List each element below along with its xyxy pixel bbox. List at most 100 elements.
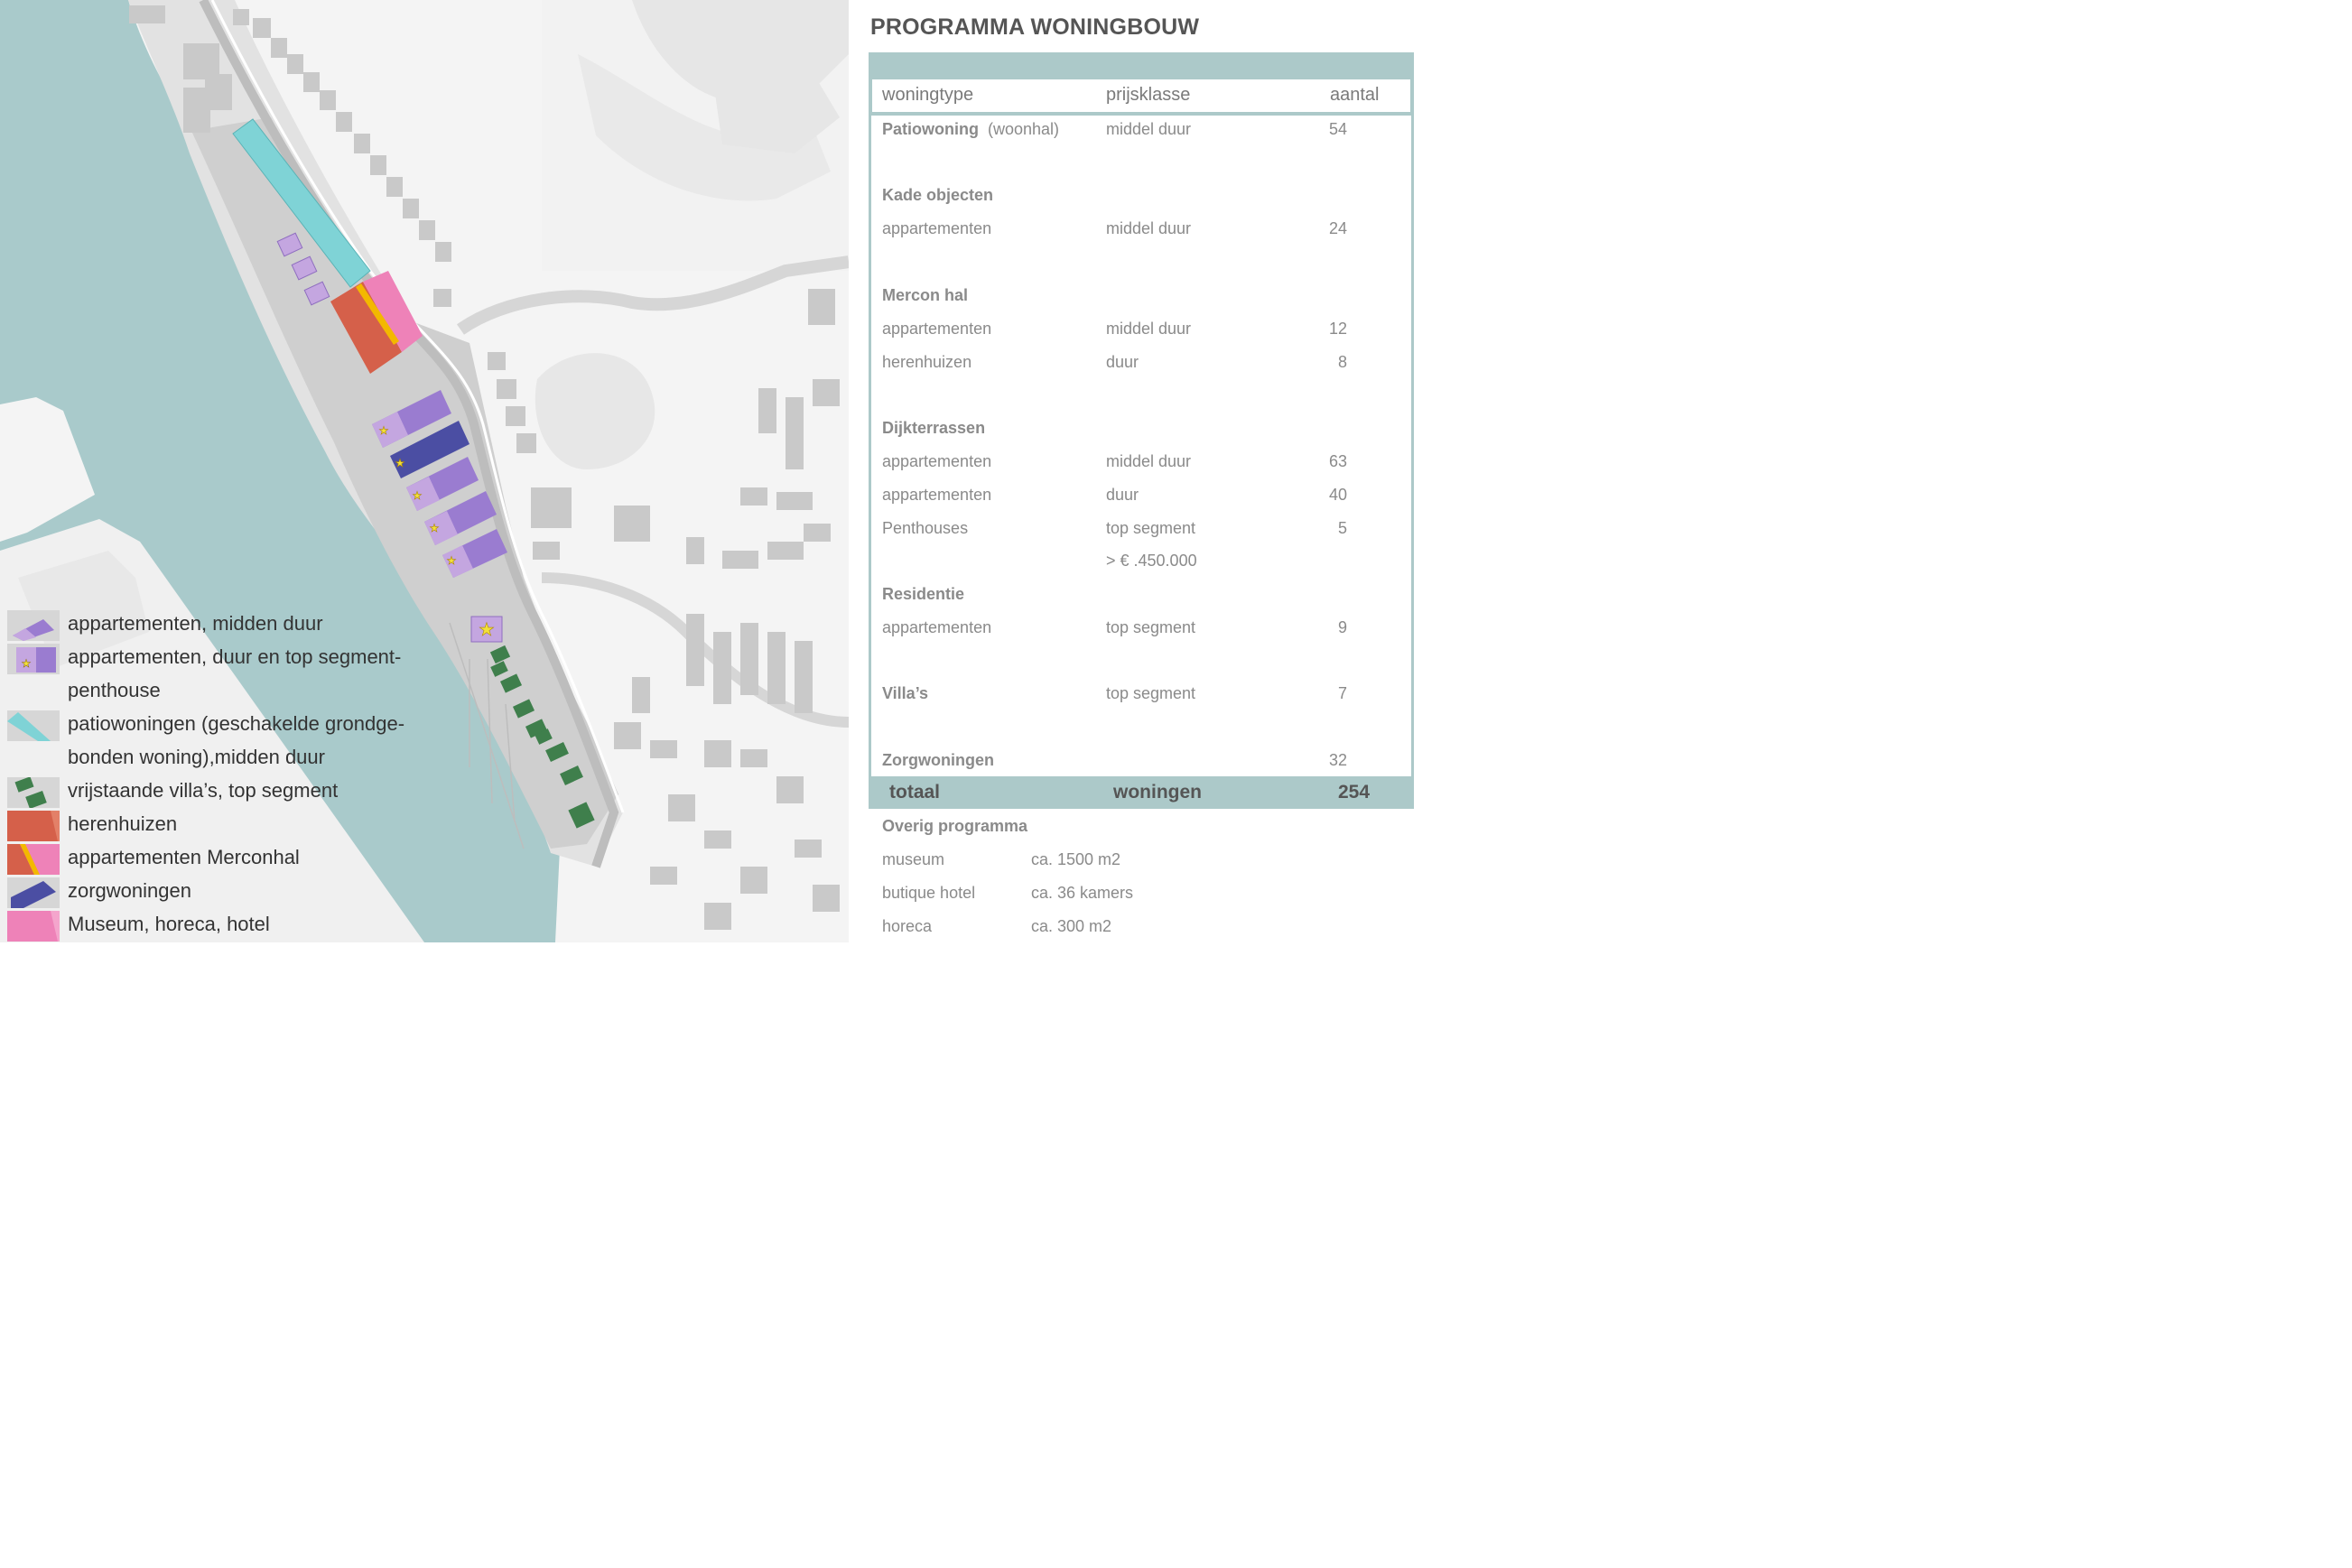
other-label: butique hotel: [882, 884, 976, 902]
row-count: 7: [1337, 684, 1347, 702]
legend-label: zorgwoningen: [68, 879, 191, 902]
legend-swatch: [7, 710, 60, 741]
total-row: [869, 776, 1414, 809]
urban-blocks: [129, 5, 840, 930]
other-value: ca. 36 kamers: [1031, 884, 1134, 902]
legend-swatch: [7, 911, 60, 942]
villas: [489, 645, 595, 829]
row-type: appartementen: [882, 320, 992, 338]
legend-label: Museum, horeca, hotel: [68, 913, 270, 935]
row-type: appartementen: [882, 618, 992, 636]
legend-item-patiowoningen: patiowoningen (geschakelde grondge-: [7, 710, 404, 744]
legend-item-zorgwoningen: zorgwoningen: [7, 877, 191, 911]
other-label: museum: [882, 850, 945, 868]
legend-item-appartementen-duur: ★ appartementen, duur en top segment-: [7, 644, 401, 677]
row-type: Dijkterrassen: [882, 419, 986, 437]
other-label: horeca: [882, 917, 933, 935]
legend-swatch: [7, 877, 60, 908]
dike-road: [199, 0, 619, 868]
legend-item-continuation: bonden woning),midden duur: [7, 744, 325, 777]
svg-text:★: ★: [413, 489, 423, 502]
svg-text:★: ★: [447, 554, 457, 567]
legend-label: vrijstaande villa’s, top segment: [68, 779, 339, 802]
legend-swatch: [7, 844, 60, 875]
site-plan-map: ★ ★ ★ ★ ★ ★: [0, 0, 849, 942]
legend-swatch: [7, 811, 60, 841]
legend-item-continuation: penthouse: [7, 677, 161, 710]
legend-label: patiowoningen (geschakelde grondge-: [68, 712, 405, 735]
legend-label: penthouse: [68, 679, 161, 701]
merconhal-block: [330, 271, 423, 374]
legend-swatch: ★: [7, 644, 60, 674]
row-count: 32: [1328, 751, 1347, 769]
svg-text:★: ★: [479, 620, 495, 640]
row-count: 5: [1337, 519, 1347, 537]
legend-label: appartementen Merconhal: [68, 846, 300, 868]
row-type: herenhuizen: [882, 353, 972, 371]
legend-item-merconhal: appartementen Merconhal: [7, 844, 300, 877]
row-price: middel duur: [1106, 452, 1192, 470]
total-unit: woningen: [1113, 782, 1202, 803]
row-price: duur: [1106, 486, 1139, 504]
row-count: 12: [1328, 320, 1347, 338]
svg-text:★: ★: [379, 424, 389, 437]
row-price: duur: [1106, 353, 1139, 371]
quay-promenade: [191, 117, 618, 849]
legend-swatch: [7, 776, 60, 809]
row-type: Zorgwoningen: [882, 751, 994, 769]
table-header-band: [869, 52, 1414, 79]
row-price: top segment: [1106, 519, 1196, 537]
total-label: totaal: [889, 782, 941, 803]
row-price: top segment: [1106, 684, 1196, 702]
harbour-pier: [0, 397, 95, 542]
legend-label: bonden woning),midden duur: [68, 746, 325, 768]
row-type: appartementen: [882, 219, 992, 237]
column-header-count: aantal: [1330, 85, 1380, 105]
row-count: 9: [1337, 618, 1347, 636]
row-type: appartementen: [882, 486, 992, 504]
column-header-type: woningtype: [882, 85, 974, 105]
patiowoningen-block: [232, 118, 371, 288]
total-count: 254: [1338, 782, 1371, 803]
row-price: middel duur: [1106, 320, 1192, 338]
legend-item-villas: vrijstaande villa’s, top segment: [7, 776, 338, 811]
legend-item-herenhuizen: herenhuizen: [7, 811, 177, 844]
legend-item-appartementen-midden: appartementen, midden duur: [7, 610, 323, 644]
row-price: top segment: [1106, 618, 1196, 636]
program-panel: PROGRAMMA WONINGBOUW woningtype prijskla…: [869, 0, 1416, 942]
row-count: 54: [1328, 120, 1347, 138]
other-value: ca. 1500 m2: [1031, 850, 1121, 868]
row-count: 8: [1337, 353, 1347, 371]
row-count: 40: [1328, 486, 1347, 504]
row-type-with-note: Patiowoning (woonhal): [882, 120, 1059, 139]
column-header-price: prijsklasse: [1106, 85, 1191, 105]
svg-text:★: ★: [430, 522, 440, 534]
row-type: Patiowoning: [882, 120, 979, 138]
row-type: Penthouses: [882, 519, 969, 537]
panel-title: PROGRAMMA WONINGBOUW: [870, 14, 1200, 40]
row-type: Residentie: [882, 585, 965, 603]
legend-label: appartementen, midden duur: [68, 612, 323, 635]
row-count: 24: [1328, 219, 1347, 237]
row-type: Kade objecten: [882, 186, 994, 204]
legend-label: herenhuizen: [68, 812, 178, 835]
row-price: middel duur: [1106, 120, 1192, 138]
row-type: Mercon hal: [882, 286, 969, 304]
legend-swatch: [7, 610, 60, 641]
kade-objects: [276, 232, 330, 306]
dijkterrassen-blocks: ★ ★ ★ ★ ★: [372, 390, 507, 578]
legend-label: appartementen, duur en top segment-: [68, 645, 402, 668]
row-note: (woonhal): [988, 120, 1060, 138]
row-count: 63: [1328, 452, 1347, 470]
canal: [456, 255, 849, 335]
row-price: > € .450.000: [1106, 552, 1197, 570]
other-value: ca. 300 m2: [1031, 917, 1112, 935]
other-program-title: Overig programma: [882, 817, 1028, 835]
row-type: Villa’s: [882, 684, 929, 702]
residentie-block: ★: [470, 616, 503, 643]
svg-text:★: ★: [22, 657, 32, 670]
row-price: middel duur: [1106, 219, 1192, 237]
legend-item-museum: Museum, horeca, hotel: [7, 911, 270, 944]
svg-text:★: ★: [395, 457, 405, 469]
row-type: appartementen: [882, 452, 992, 470]
